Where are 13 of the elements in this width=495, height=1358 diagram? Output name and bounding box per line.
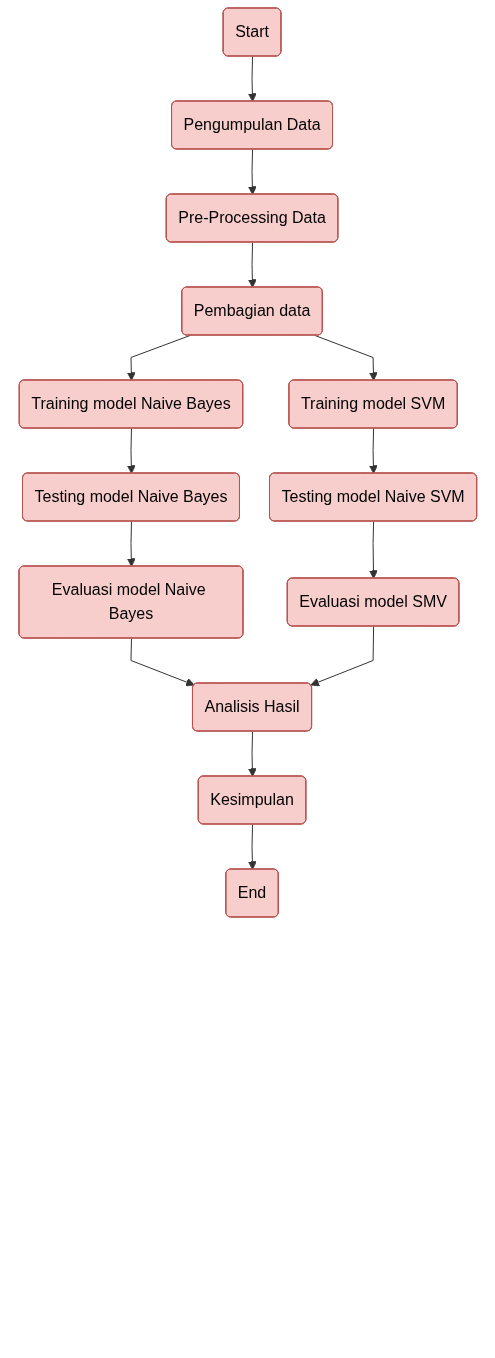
arrow xyxy=(247,149,257,195)
arrow xyxy=(247,56,257,102)
arrow xyxy=(310,626,374,687)
arrow xyxy=(247,824,257,870)
arrow xyxy=(368,521,378,579)
arrow xyxy=(130,638,195,687)
arrow xyxy=(126,521,136,567)
arrow xyxy=(126,335,191,381)
arrow xyxy=(368,428,378,474)
arrow xyxy=(126,428,136,474)
arrow xyxy=(247,731,257,777)
arrow xyxy=(314,335,378,381)
arrow xyxy=(247,242,257,288)
